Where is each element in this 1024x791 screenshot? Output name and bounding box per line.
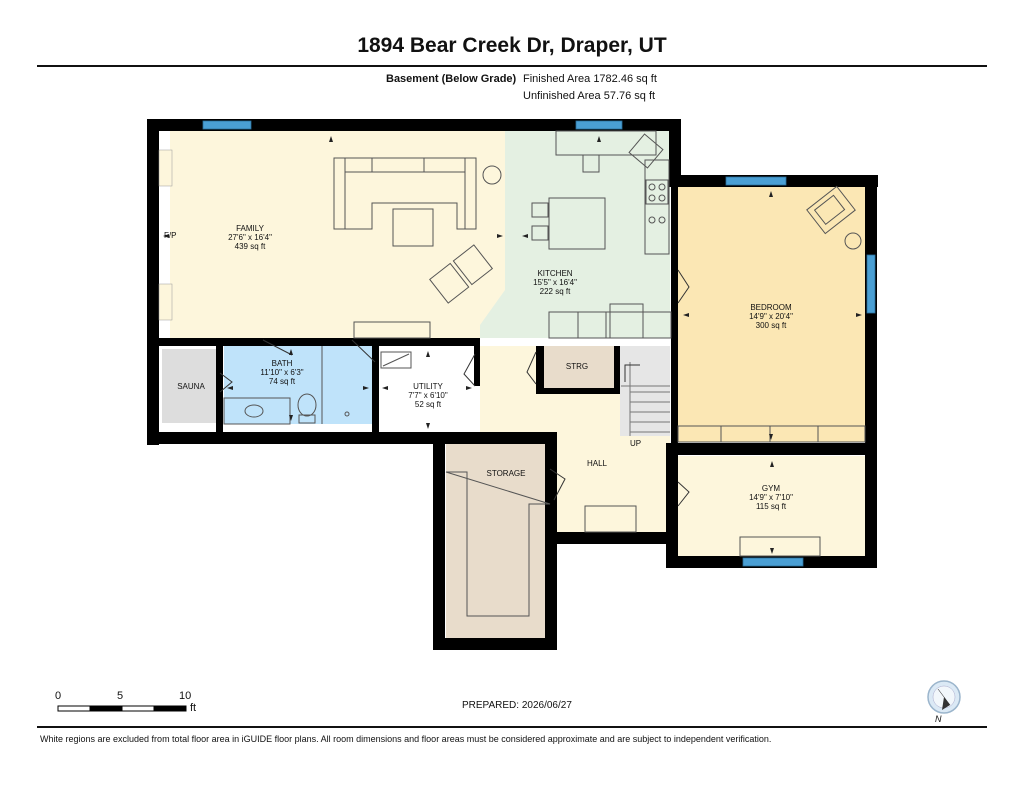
room-family: FAMILY 27'6" x 16'4" 439 sq ft [228,224,272,251]
page-title: 1894 Bear Creek Dr, Draper, UT [357,34,667,57]
room-gym: GYM 14'9" x 7'10" 115 sq ft [749,484,793,511]
side-table [482,165,502,185]
storage-fill [446,440,550,638]
room-kitchen: KITCHEN 15'5" x 16'4" 222 sq ft [533,269,577,296]
header-rule [37,65,987,67]
tv-console [353,321,431,339]
fireplace-label: F/P [164,231,177,240]
bedroom-closet [677,425,866,443]
room-bath: BATH 11'10" x 6'3" 74 sq ft [260,359,304,386]
sofa-icon [333,157,477,230]
window [575,120,623,130]
scale-label-0: 0 [55,690,62,702]
stove-icon [645,179,669,205]
stairs-fill [620,346,670,436]
compass-icon [927,680,961,714]
scale-unit: ft [190,702,197,714]
unfinished-area: Unfinished Area 57.76 sq ft [523,90,656,102]
window [866,254,876,314]
kitchen-island [548,197,606,250]
window [202,120,252,130]
toilet-icon [297,393,317,417]
disclaimer-text: White regions are excluded from total fl… [40,734,772,744]
stairs-up-label: UP [630,439,642,448]
sink-icon [628,133,664,169]
window [725,176,787,186]
hall-fill [480,346,670,532]
room-bedroom: BEDROOM 14'9" x 20'4" 300 sq ft [749,303,793,330]
scale-label-10: 10 [179,690,192,702]
scale-label-5: 5 [117,690,124,702]
gym-fill [678,456,865,556]
room-sauna: SAUNA [177,382,205,391]
kitchen-fill [480,130,670,338]
bedroom-fill [678,186,865,442]
sauna-fill [162,349,220,423]
window [742,557,804,567]
prepared-date: PREPARED: 2026/06/27 [462,700,572,711]
room-storage: STORAGE [486,469,526,478]
room-strg: STRG [565,362,589,371]
coffee-table [392,208,434,247]
armchair-icon [429,262,470,304]
north-label: N [935,714,942,724]
room-hall: HALL [586,459,607,468]
level-label: Basement (Below Grade) [386,73,517,85]
strg-fill [541,346,614,388]
family-fill [170,130,505,338]
armchair-icon [806,185,856,235]
room-utility: UTILITY 7'7" x 6'10" 52 sq ft [408,382,448,409]
finished-area: Finished Area 1782.46 sq ft [523,73,657,85]
sink-icon [223,397,291,425]
scale-bar [57,705,187,712]
